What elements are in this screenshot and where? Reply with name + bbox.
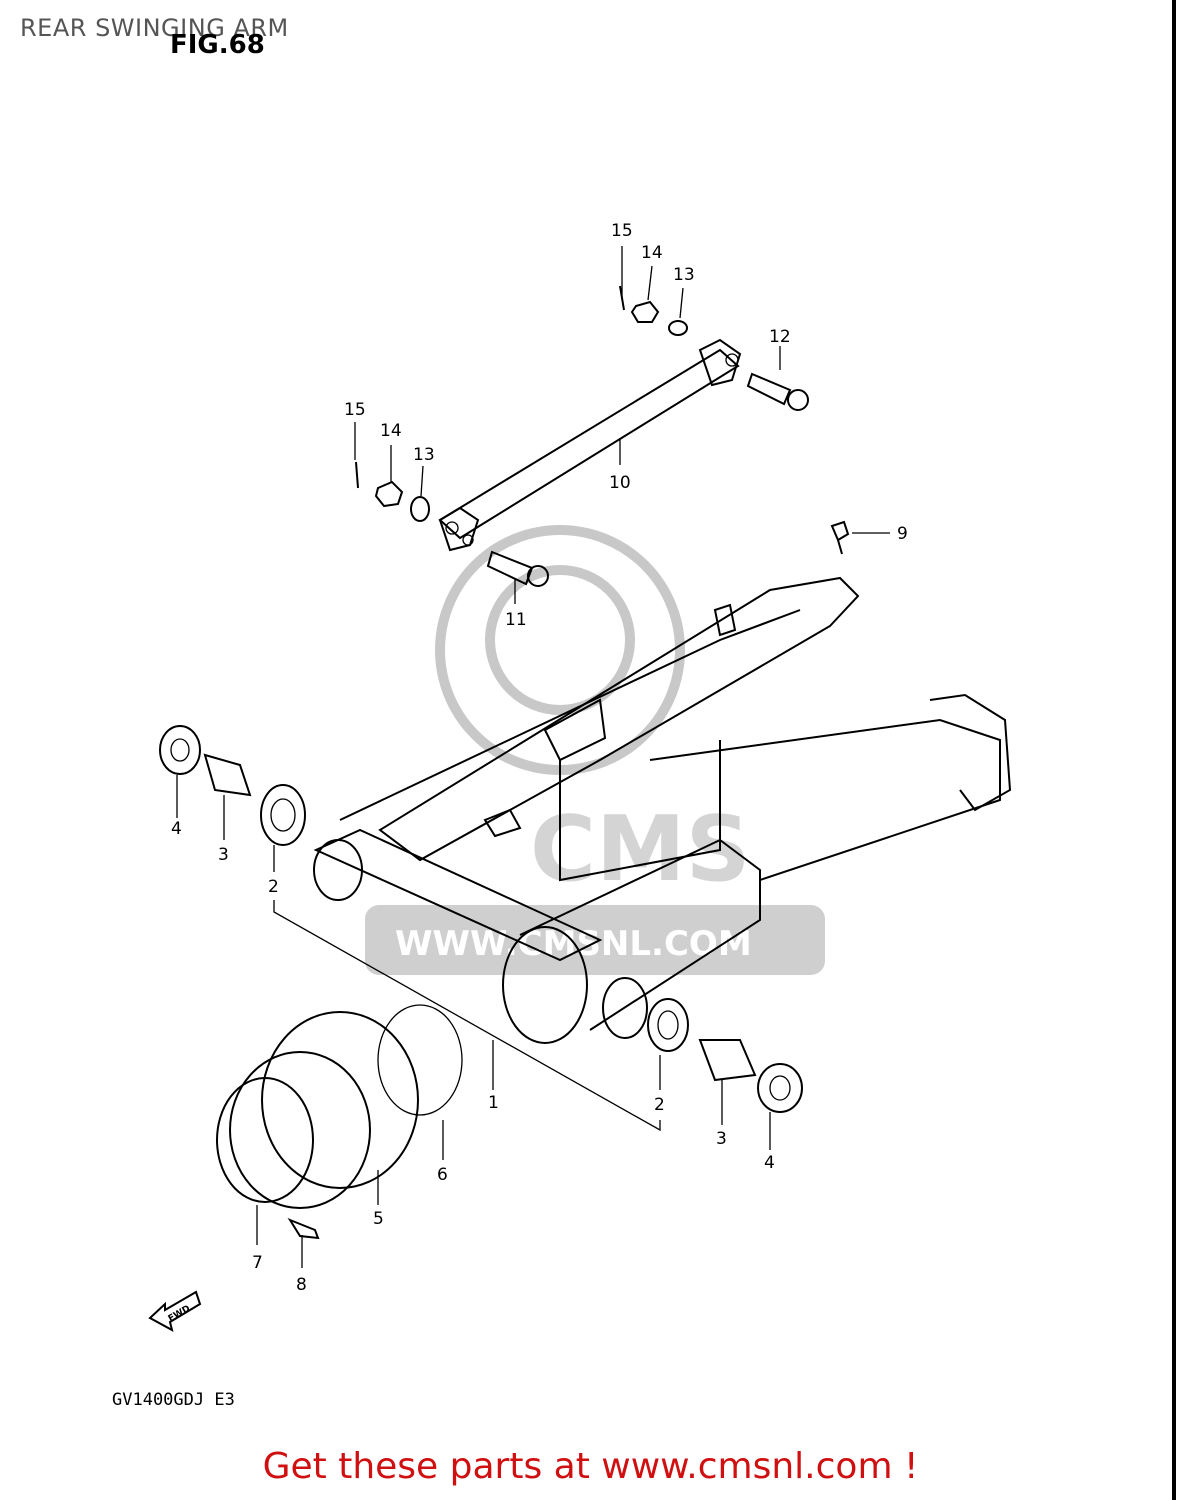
right-pivot-parts: [647, 998, 803, 1113]
cms-watermark: WWW.CMSNL.COM CMS: [365, 525, 825, 975]
callout-5: 5: [373, 1209, 384, 1229]
callout-3-right: 3: [716, 1129, 727, 1149]
callout-4-left: 4: [171, 819, 182, 839]
model-code: GV1400GDJ E3: [112, 1390, 235, 1410]
callout-7: 7: [252, 1253, 263, 1273]
callout-3-left: 3: [218, 845, 229, 865]
bolt-11: [486, 550, 549, 587]
callout-11: 11: [505, 610, 527, 630]
leader-lines: [176, 246, 890, 1268]
callout-15-lower: 15: [344, 400, 366, 420]
callout-12: 12: [769, 327, 791, 347]
swing-arm: [313, 576, 1012, 1044]
callout-8: 8: [296, 1275, 307, 1295]
callout-6: 6: [437, 1165, 448, 1185]
bolt-12: [746, 372, 809, 411]
page-border: [1172, 0, 1176, 1500]
callout-14-lower: 14: [380, 421, 402, 441]
callout-13-upper: 13: [673, 265, 695, 285]
callout-13-lower: 13: [413, 445, 435, 465]
callout-15-upper: 15: [611, 221, 633, 241]
callout-numbers: 1 2 3 4 2 3 4 5 6 7 8 9 10 11 12 13 14 1…: [171, 221, 908, 1295]
callout-1: 1: [488, 1093, 499, 1113]
torque-link: [438, 338, 742, 552]
callout-10: 10: [609, 473, 631, 493]
left-pivot-parts: [159, 725, 306, 846]
footer-link[interactable]: Get these parts at www.cmsnl.com !: [262, 1446, 919, 1487]
callout-2-right: 2: [654, 1095, 665, 1115]
boot-and-clamp: [216, 1004, 463, 1240]
callout-9: 9: [897, 524, 908, 544]
callout-4-right: 4: [764, 1153, 775, 1173]
fwd-arrow-icon: FWD: [148, 1290, 202, 1332]
watermark-url: WWW.CMSNL.COM: [395, 924, 752, 964]
page-title: REAR SWINGING ARM: [20, 14, 289, 42]
figure-number: FIG.68: [170, 30, 265, 60]
callout-14-upper: 14: [641, 243, 663, 263]
watermark-brand: CMS: [530, 797, 750, 902]
callout-2-left: 2: [268, 877, 279, 897]
